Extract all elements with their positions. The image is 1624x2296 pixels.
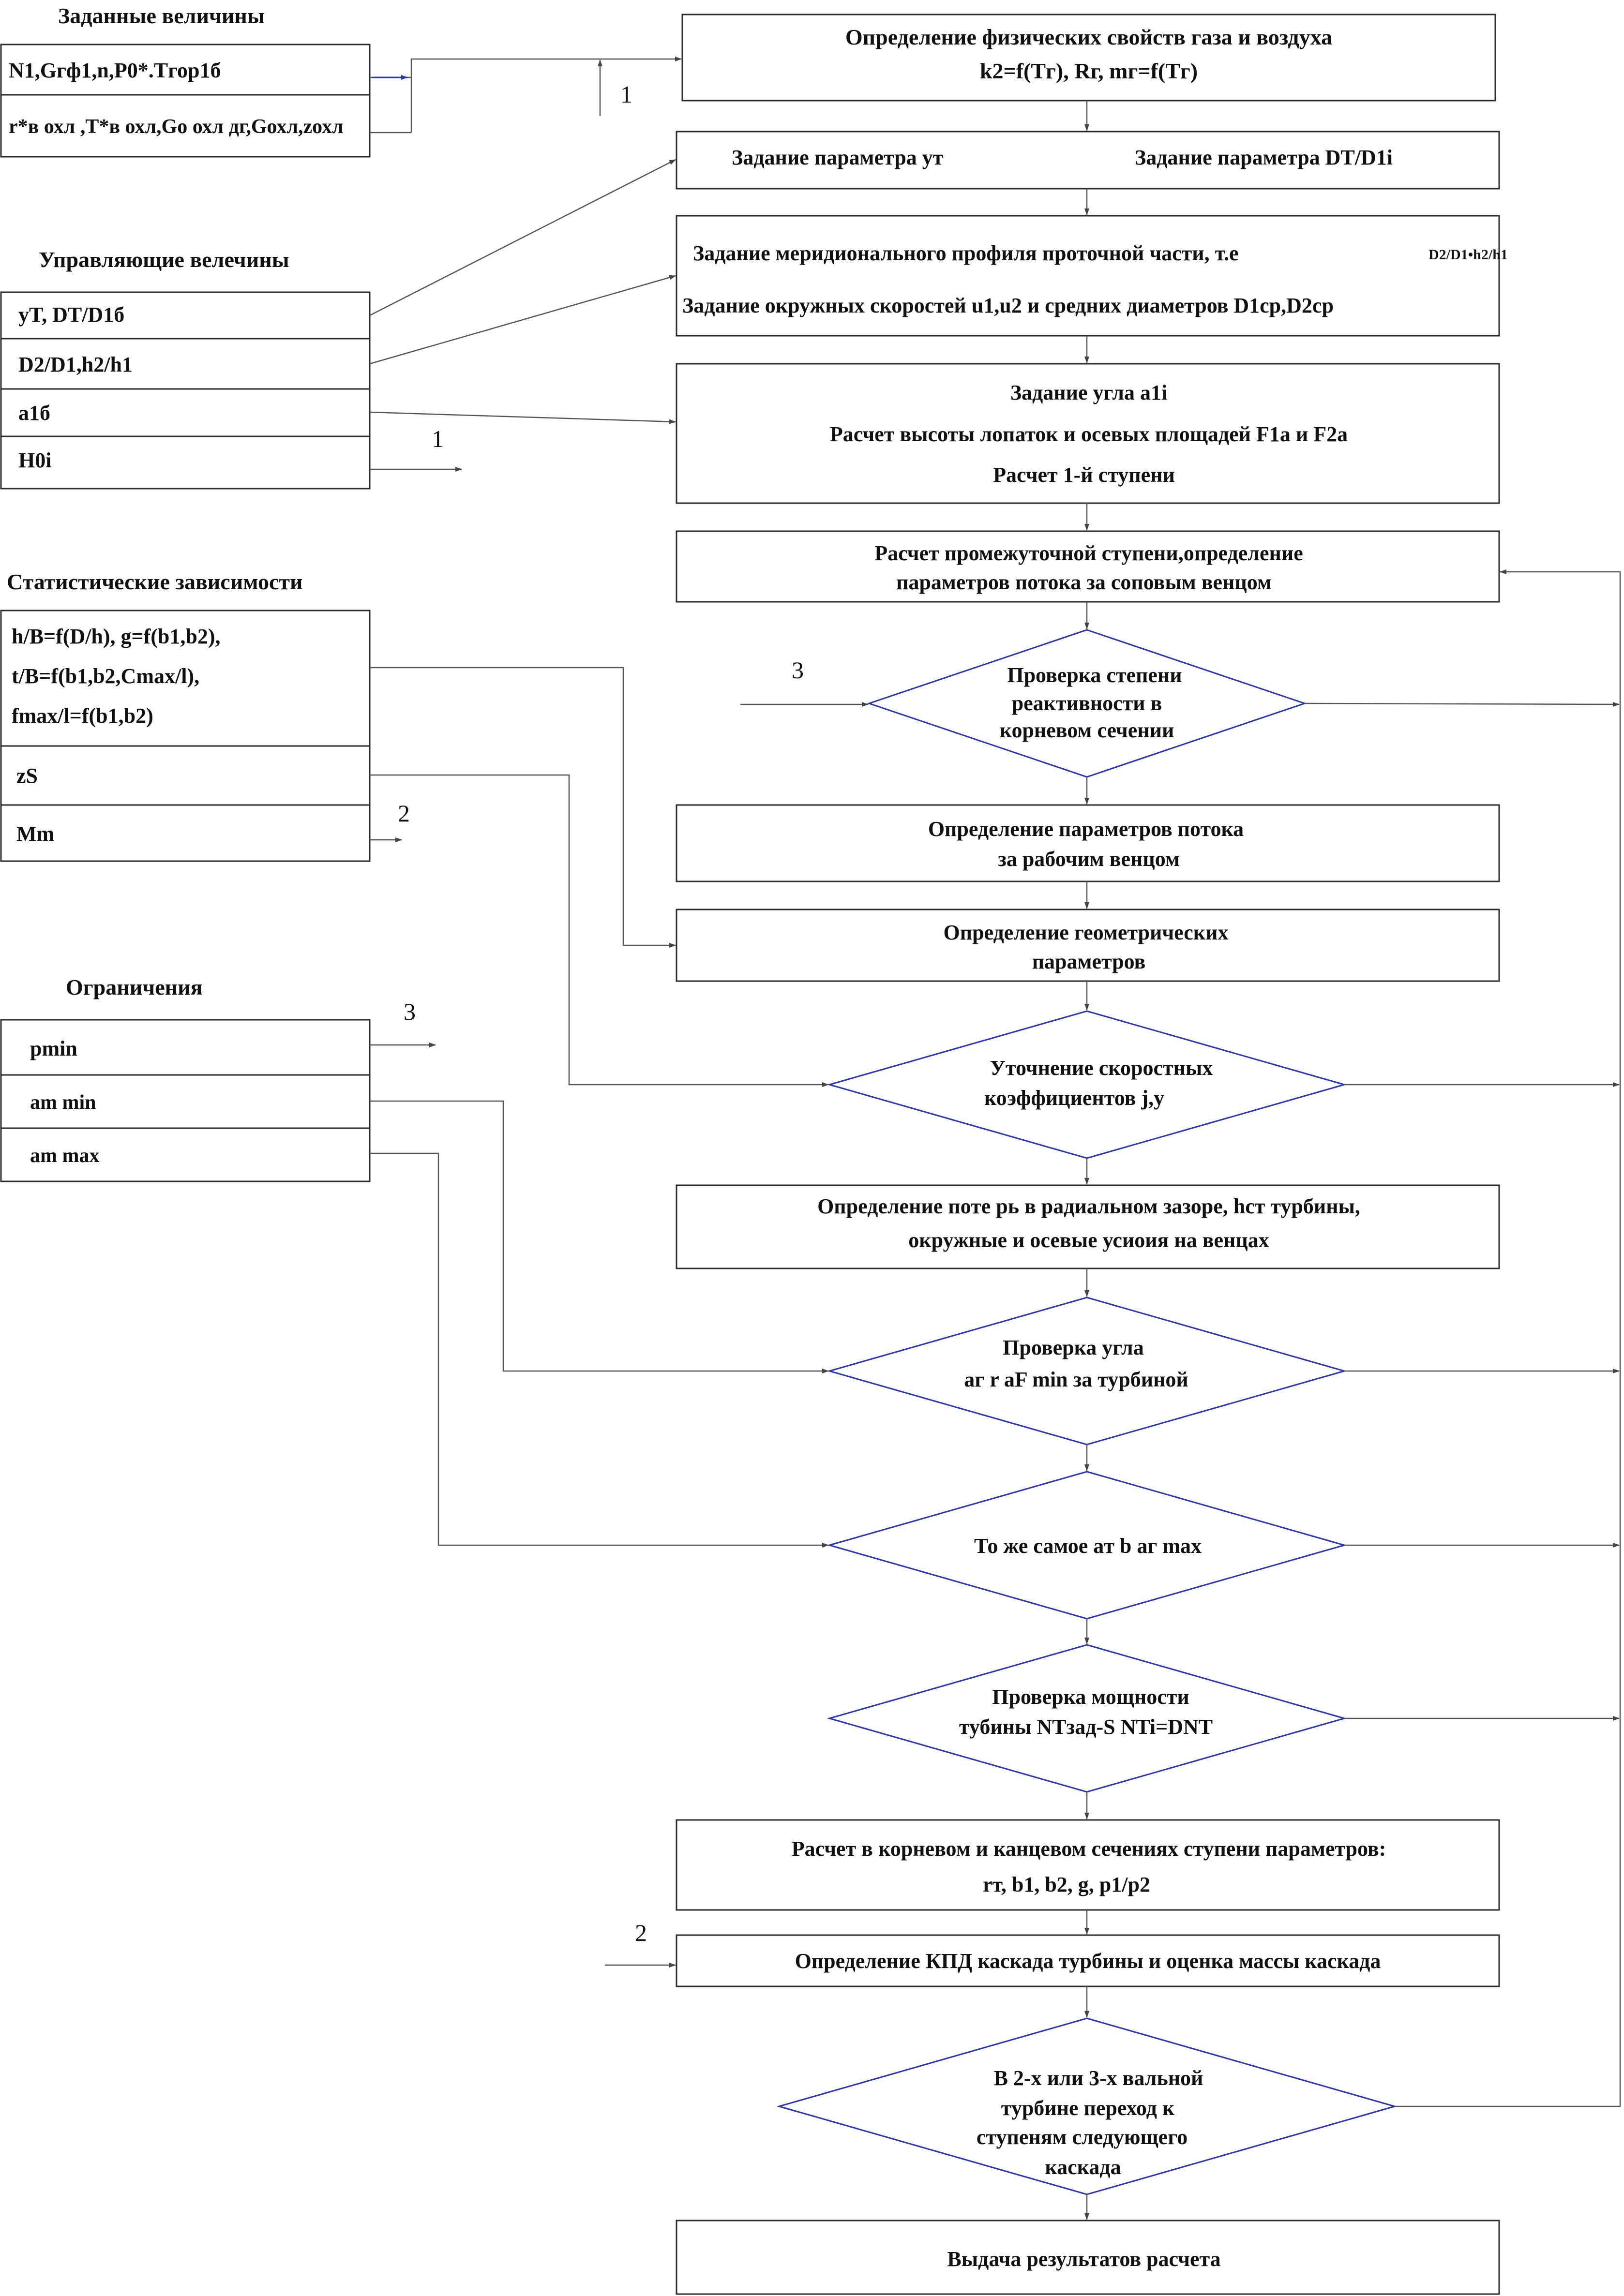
- decision-reactivity-l3: корневом сечении: [1000, 718, 1174, 742]
- decision-angle-min-l2: aг r aF min за турбиной: [964, 1368, 1188, 1391]
- block-rotor-flow: [676, 804, 1500, 882]
- decision-velocity-coeffs-l2: коэффициентов j,y: [984, 1086, 1164, 1110]
- control-row-3: a1б: [18, 401, 50, 425]
- block-efficiency-l1: Определение КПД каскада турбины и оценка…: [795, 1949, 1381, 1973]
- block-meridional-profile-l2: Задание окружных скоростей u1,u2 и средн…: [682, 294, 1334, 317]
- decision-next-cascade-l3: ступеням следующего: [977, 2125, 1188, 2149]
- block-output-l1: Выдача результатов расчета: [947, 2247, 1220, 2271]
- marker-3-right: 3: [792, 656, 804, 684]
- control-row-4: H0i: [18, 448, 51, 472]
- stat-row-5: Mm: [16, 822, 54, 846]
- decision-next-cascade-l4: каскада: [1045, 2155, 1121, 2179]
- block-meridional-profile-ratio: D2/D1•h2/h1: [1429, 247, 1508, 263]
- decision-power-check-l2: тубины NTзад-S NTi=DNT: [959, 1715, 1213, 1739]
- block-rotor-flow-l2: за рабочим венцом: [998, 847, 1180, 871]
- decision-next-cascade-l2: турбине переход к: [1001, 2096, 1175, 2120]
- limits-row-1: pmin: [30, 1037, 77, 1060]
- decision-velocity-coeffs-l1: Уточнение скоростных: [990, 1056, 1213, 1080]
- decision-reactivity-l1: Проверка степени: [1007, 663, 1182, 687]
- block-geometry-l2: параметров: [1032, 950, 1146, 973]
- control-row-2: D2/D1,h2/h1: [18, 353, 133, 376]
- block-radial-gap-losses-l1: Определение поте рь в радиальном зазоре,…: [817, 1194, 1360, 1218]
- decision-angle-min-l1: Проверка угла: [1003, 1336, 1143, 1359]
- marker-1-left: 1: [432, 425, 444, 452]
- block-radial-gap-losses-l2: окружные и осевые усиоия на венцах: [908, 1228, 1269, 1252]
- decision-reactivity-l2: реактивности в: [1012, 691, 1162, 715]
- block-intermediate-stage: [676, 530, 1500, 603]
- stat-title: Статистические зависимости: [7, 569, 302, 594]
- limits-row-3: am max: [30, 1145, 99, 1167]
- block-geometry-l1: Определение геометрических: [944, 921, 1229, 944]
- block-geometry: [676, 909, 1500, 982]
- decision-next-cascade-l1: В 2-х или 3-х вальной: [994, 2066, 1203, 2090]
- block-intermediate-stage-l1: Расчет промежуточной ступени,определение: [874, 541, 1303, 565]
- block-first-stage: [676, 363, 1500, 504]
- marker-2-left: 2: [398, 800, 410, 827]
- stat-row-1: h/B=f(D/h), g=f(b1,b2),: [12, 625, 221, 648]
- given-table: [0, 44, 371, 158]
- block-meridional-profile-l1: Задание меридионального профиля проточно…: [693, 241, 1238, 265]
- decision-velocity-coeffs: [827, 1010, 1347, 1159]
- decision-angle-max-l1: То же самое aт b aг max: [974, 1534, 1202, 1558]
- block-set-params-l2: Задание параметра DT/D1i: [1135, 146, 1393, 169]
- block-meridional-profile: [676, 215, 1500, 337]
- block-gas-properties-l1: Определение физических свойств газа и во…: [845, 25, 1332, 49]
- block-gas-properties: [681, 14, 1496, 102]
- decision-power-check-l1: Проверка мощности: [992, 1685, 1189, 1709]
- block-first-stage-l3: Расчет 1-й ступени: [993, 463, 1175, 487]
- limits-title: Ограничения: [66, 975, 203, 999]
- block-radial-gap-losses: [676, 1184, 1500, 1269]
- stat-row-4: zS: [16, 764, 38, 788]
- marker-2-right: 2: [635, 1919, 647, 1946]
- block-efficiency: [676, 1934, 1500, 1987]
- block-first-stage-l1: Задание угла a1i: [1010, 381, 1167, 404]
- block-root-tip-params-l2: rт, b1, b2, g, p1/p2: [983, 1873, 1150, 1896]
- stat-row-2: t/B=f(b1,b2,Cmax/l),: [12, 664, 199, 688]
- input-connectors: [369, 57, 869, 1968]
- block-output: [676, 2220, 1500, 2295]
- marker-3-left: 3: [404, 998, 416, 1025]
- block-intermediate-stage-l2: параметров потока за соповым венцом: [896, 570, 1272, 594]
- block-set-params: [676, 131, 1500, 190]
- control-table: [0, 291, 371, 490]
- limits-row-2: am min: [30, 1091, 96, 1114]
- control-title: Управляющие велечины: [39, 247, 289, 272]
- limits-table: [0, 1019, 371, 1182]
- control-row-1: yT, DT/D1б: [18, 303, 124, 327]
- stat-table: [0, 610, 371, 862]
- block-gas-properties-l2: k2=f(Tг), Rг, mг=f(Tг): [980, 59, 1198, 83]
- block-rotor-flow-l1: Определение параметров потока: [928, 817, 1244, 841]
- block-root-tip-params-l1: Расчет в корневом и канцевом сечениях ст…: [792, 1837, 1386, 1861]
- block-first-stage-l2: Расчет высоты лопаток и осевых площадей …: [830, 422, 1348, 446]
- given-title: Заданные величины: [58, 3, 265, 28]
- given-row-1: N1,Gгф1,n,P0*.Tгор1б: [9, 59, 221, 82]
- marker-1-top: 1: [620, 81, 632, 108]
- block-root-tip-params: [676, 1819, 1500, 1911]
- block-set-params-l1: Задание параметра yт: [732, 146, 944, 169]
- given-row-2: r*в охл ,T*в охл,Gо охл дг,Gохл,zохл: [9, 116, 344, 138]
- feedback-loop: [1304, 569, 1621, 2107]
- stat-row-3: fmax/l=f(b1,b2): [12, 704, 153, 728]
